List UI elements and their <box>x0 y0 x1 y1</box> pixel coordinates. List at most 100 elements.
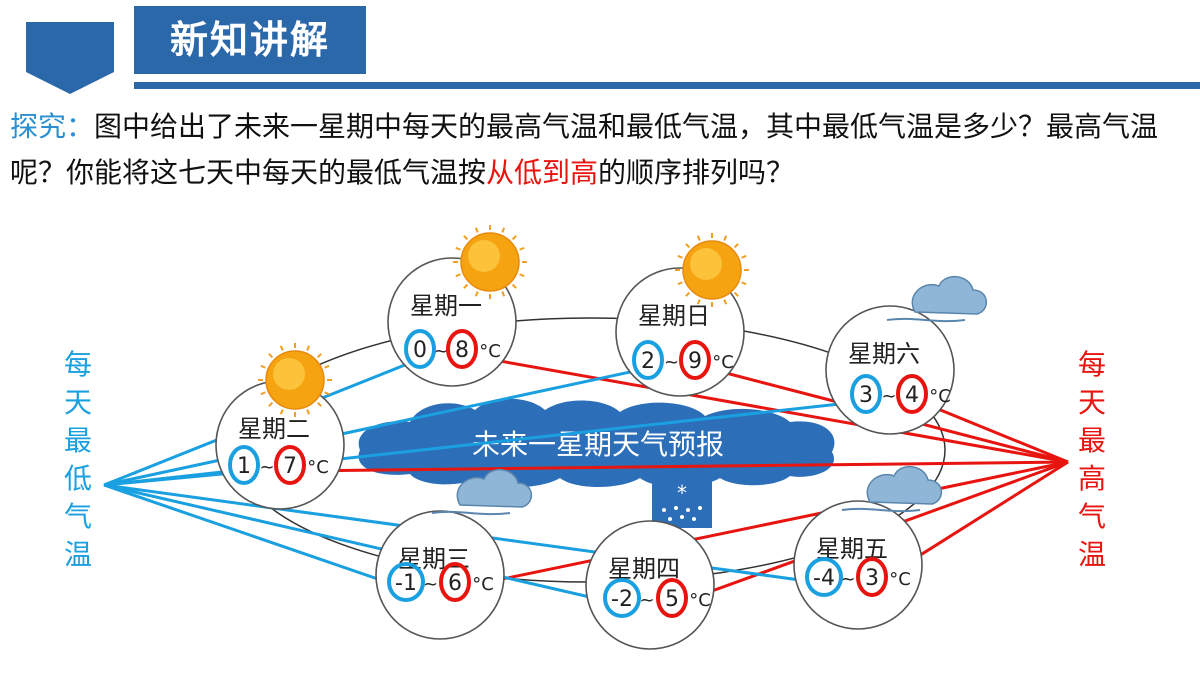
low-temp-value: -2 <box>611 587 633 612</box>
question-body: 图中给出了未来一星期中每天的最高气温和最低气温，其中最低气温是多少？最高气温呢？… <box>10 110 1159 189</box>
unit-label: °C <box>712 352 734 373</box>
sun-ray <box>463 235 469 241</box>
day-card: 星期五-4~3°C <box>793 500 923 630</box>
low-temp-value: 1 <box>237 454 251 479</box>
sun-ray <box>455 246 461 251</box>
question-tail: 的顺序排列吗？ <box>598 156 795 189</box>
banner-text: 未来一星期天气预报 <box>472 428 724 461</box>
sun-ray <box>733 243 739 249</box>
high-temp-highlight <box>896 374 928 414</box>
sun-ray <box>268 353 274 359</box>
sun-ray <box>279 409 284 415</box>
high-connector-line <box>458 460 1069 590</box>
sun-ray <box>519 246 525 251</box>
temp-separator: ~ <box>840 569 855 590</box>
sun-ray <box>741 254 747 259</box>
low-connector-line <box>103 364 659 487</box>
sun-ray <box>306 345 311 351</box>
sun-ray <box>463 283 469 289</box>
high-temp-value: 6 <box>448 571 462 596</box>
sun-ray <box>685 291 691 297</box>
high-temp-highlight <box>439 562 471 602</box>
low-temp-highlight <box>603 578 641 618</box>
sun-highlight <box>273 358 305 390</box>
temp-separator: ~ <box>881 386 896 407</box>
low-temp-highlight <box>404 329 436 369</box>
temp-separator: ~ <box>639 590 654 611</box>
low-temp-value: 2 <box>641 349 655 374</box>
snow-icon: * <box>652 480 712 528</box>
cloud-shape <box>911 276 987 315</box>
high-temp-highlight <box>679 340 711 380</box>
temp-separator: ~ <box>664 352 679 373</box>
sun-ray <box>696 235 701 241</box>
day-name: 星期三 <box>398 545 470 573</box>
sun-ray <box>696 299 701 305</box>
high-temp-value: 4 <box>905 383 919 408</box>
sun-icon <box>453 225 527 299</box>
wind-stroke <box>841 507 921 513</box>
wind-stroke <box>886 317 966 323</box>
sun-ray <box>260 391 266 396</box>
sun-ray <box>260 364 266 369</box>
unit-label: °C <box>689 590 711 611</box>
daily-high-label: 每 天 最 高 气 温 <box>1077 348 1106 571</box>
question-text: 探究：图中给出了未来一星期中每天的最高气温和最低气温，其中最低气温是多少？最高气… <box>10 104 1195 196</box>
high-temp-value: 8 <box>455 338 469 363</box>
sun-ray <box>279 345 284 351</box>
sun-ray <box>723 299 728 305</box>
high-temp-value: 9 <box>688 349 702 374</box>
sun-ray <box>268 401 274 407</box>
temp-separator: ~ <box>433 341 448 362</box>
day-circle <box>585 520 715 650</box>
sun-ray <box>677 281 683 286</box>
high-temp-highlight <box>856 557 888 597</box>
day-name: 星期六 <box>848 340 920 368</box>
high-temp-highlight <box>274 445 306 485</box>
high-temp-highlight <box>446 329 478 369</box>
high-temp-highlight <box>656 578 688 618</box>
wind-stroke <box>431 510 511 516</box>
low-temp-highlight <box>805 557 843 597</box>
sun-ray <box>685 243 691 249</box>
low-connector-line <box>103 483 621 606</box>
day-name: 星期日 <box>638 302 710 330</box>
unit-label: °C <box>472 574 494 595</box>
high-connector-line <box>293 460 1069 473</box>
low-temp-highlight <box>850 374 882 414</box>
day-card: 星期四-2~5°C <box>585 520 715 650</box>
low-connector-line <box>103 483 405 590</box>
cloud-shape <box>456 469 532 508</box>
unit-label: °C <box>889 569 911 590</box>
cloud-shape <box>866 466 942 505</box>
low-temp-value: -4 <box>813 566 835 591</box>
header-chevron-icon <box>26 22 114 94</box>
low-temp-value: -1 <box>395 571 417 596</box>
sun-ray <box>511 235 517 241</box>
cloud-icon <box>841 466 942 513</box>
sun-ray <box>324 364 330 369</box>
cloud-icon <box>886 276 987 323</box>
sun-icon <box>675 233 749 307</box>
day-card: 星期日 2 ~9 °C <box>615 267 745 397</box>
sun-ray <box>455 273 461 278</box>
day-circle <box>615 267 745 397</box>
cloud-icon <box>431 469 532 516</box>
sun-ray <box>511 283 517 289</box>
unit-label: °C <box>307 457 329 478</box>
high-temp-value: 7 <box>283 454 297 479</box>
day-circle <box>793 500 923 630</box>
sun-icon <box>258 343 332 417</box>
svg-text:*: * <box>677 481 687 505</box>
temp-separator: ~ <box>423 574 438 595</box>
low-temp-highlight <box>387 562 425 602</box>
question-label: 探究： <box>10 110 95 143</box>
day-name: 星期一 <box>410 292 482 320</box>
header-rule <box>134 82 1200 89</box>
page-title: 新知讲解 <box>134 6 366 74</box>
unit-label: °C <box>479 341 501 362</box>
high-temp-value: 5 <box>665 587 679 612</box>
sun-ray <box>474 291 479 297</box>
